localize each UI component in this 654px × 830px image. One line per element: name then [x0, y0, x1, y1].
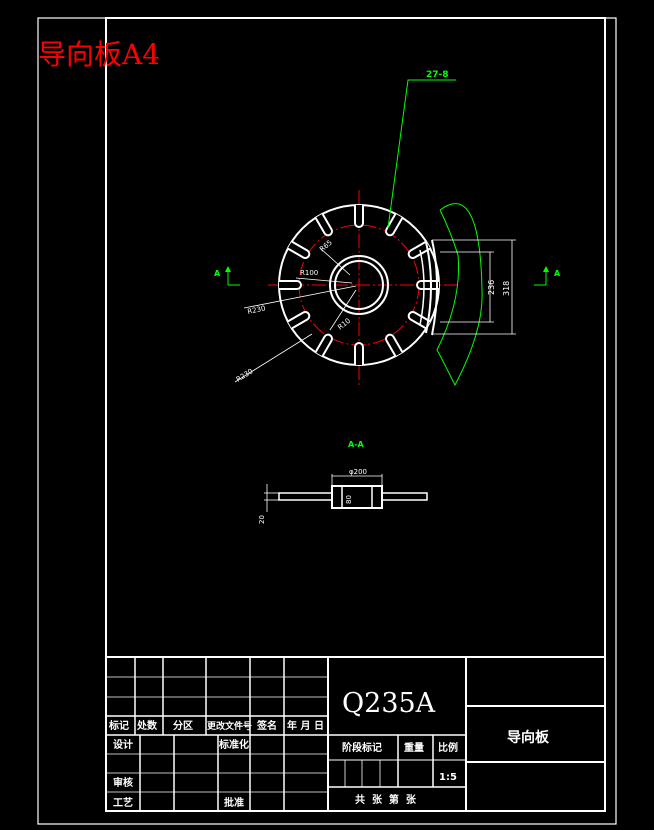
radial-slot: [407, 311, 431, 330]
radial-slot: [279, 280, 302, 290]
radial-slot: [287, 240, 311, 259]
scale-value: 1:5: [439, 772, 457, 783]
radial-slot: [407, 240, 431, 259]
material: Q235A: [342, 688, 436, 719]
dim-diameter: φ200: [349, 468, 367, 476]
drawing-title: 导向板A4: [38, 38, 160, 71]
leader-r65: [319, 247, 351, 276]
hub-inner: [334, 260, 384, 310]
label-weight: 重量: [404, 741, 424, 754]
dim-r100: R100: [300, 269, 318, 277]
label-ratio: 比例: [438, 741, 458, 754]
part-name: 导向板: [507, 729, 550, 746]
rev-header-zone: 分区: [173, 719, 193, 732]
label-process: 工艺: [113, 796, 133, 809]
dim-r65: R65: [318, 239, 334, 254]
leader-r230-lower: [234, 333, 313, 383]
dim-thickness: 20: [258, 515, 266, 524]
leader-r230: [243, 285, 357, 309]
leader-line: [387, 79, 456, 229]
section-mark-left: A: [214, 269, 221, 278]
label-design: 设计: [113, 738, 133, 751]
dim-318: 318: [502, 281, 511, 296]
section-hub: [331, 485, 383, 509]
dim-r10: R10: [336, 317, 352, 332]
radial-slot: [385, 213, 404, 237]
rev-header-sign: 签名: [256, 719, 277, 732]
hub-outer: [329, 255, 389, 315]
label-standardize: 标准化: [218, 738, 249, 751]
label-stage: 阶段标记: [342, 741, 382, 754]
side-plate-band: [419, 249, 425, 326]
title-block-text: 标记 处数 分区 更改文件号 签名 年 月 日 设计 标准化 审核 工艺 批准 …: [108, 688, 550, 809]
section-arrow-right-head: [543, 266, 549, 272]
dim-236: 236: [487, 280, 496, 295]
front-view: 27-8 236 318 R65 R100 R230 R10 R230 A A: [214, 70, 561, 387]
leader-r100: [295, 277, 353, 284]
side-plate-inner: [425, 241, 432, 334]
label-sheets: 共 张 第 张: [355, 793, 417, 806]
section-view: A-A φ200 80 20: [258, 440, 428, 524]
title-block-frame: [105, 656, 606, 812]
dim-r230: R230: [247, 304, 266, 316]
leader-label: 27-8: [426, 70, 449, 80]
rev-header-mark: 标记: [108, 719, 129, 732]
radial-slot: [314, 213, 333, 237]
radial-slot: [385, 333, 404, 357]
title-block: [105, 656, 606, 812]
dim-hub: 80: [345, 495, 353, 504]
rev-header-date: 年 月 日: [287, 719, 324, 732]
side-plate-outer: [431, 239, 438, 336]
label-approve: 批准: [224, 796, 244, 809]
label-review: 审核: [113, 776, 133, 789]
radial-slot: [416, 280, 439, 290]
dim-r230-lower: R230: [235, 367, 255, 383]
section-arrow-left-head: [225, 266, 231, 272]
radial-slot: [354, 342, 364, 365]
rev-header-doc: 更改文件号: [207, 720, 252, 732]
leader-r10: [329, 289, 357, 331]
guide-profile-curve: [436, 203, 483, 387]
section-mark-right: A: [554, 269, 561, 278]
radial-slot: [314, 333, 333, 357]
radial-slot: [354, 205, 364, 228]
section-title: A-A: [348, 440, 365, 449]
radial-slots: [279, 205, 439, 365]
rev-header-count: 处数: [136, 719, 158, 732]
radial-slot: [287, 311, 311, 330]
